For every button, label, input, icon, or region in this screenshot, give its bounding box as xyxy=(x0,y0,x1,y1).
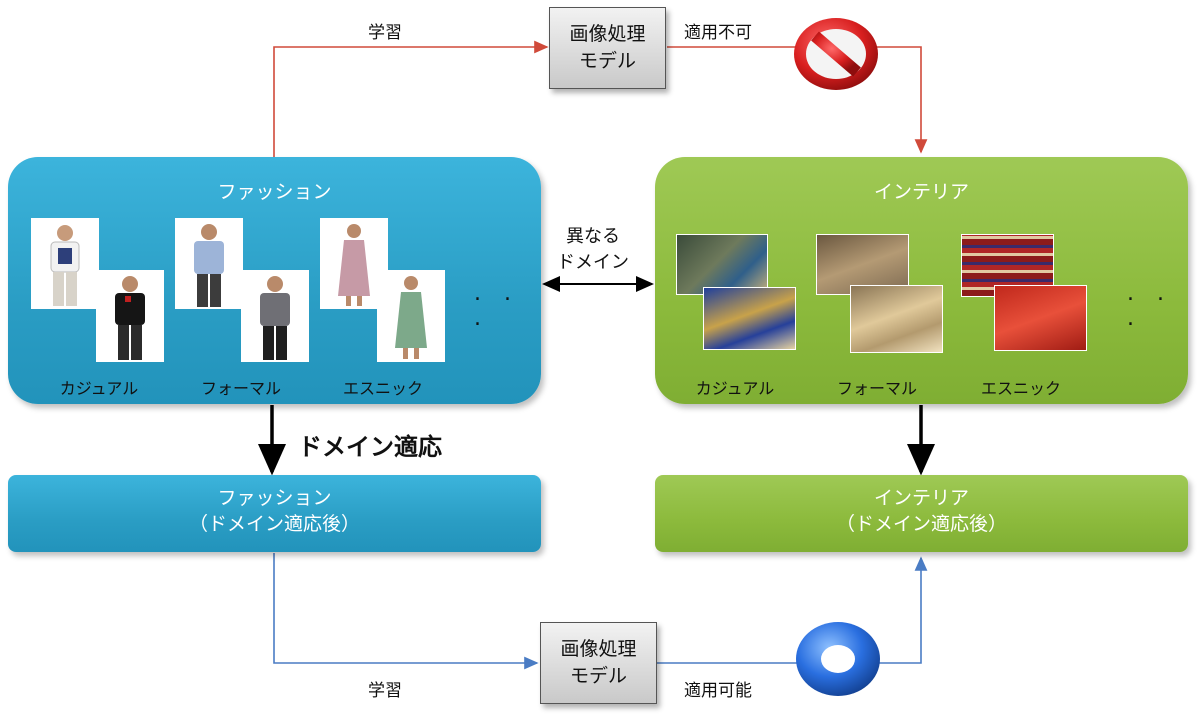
top-learn-arrow xyxy=(273,40,549,157)
fashion-casual-photo-2 xyxy=(96,270,164,362)
not-applicable-label: 適用不可 xyxy=(684,23,752,43)
fashion-ethnic-photo-2 xyxy=(377,270,445,362)
domain-adaptation-label: ドメイン適応 xyxy=(298,433,442,461)
fashion-ellipsis: . . . xyxy=(474,281,519,331)
applicable-label: 適用可能 xyxy=(684,681,752,701)
interior-ellipsis: . . . xyxy=(1127,281,1172,331)
interior-category-casual: カジュアル xyxy=(695,379,775,398)
prohibited-icon xyxy=(794,18,878,90)
fashion-panel: ファッション xyxy=(8,157,541,404)
interior-adapted-bar: インテリア （ドメイン適応後） xyxy=(655,475,1188,552)
top-image-model-box: 画像処理 モデル xyxy=(549,7,666,89)
fashion-adapted-line2: （ドメイン適応後） xyxy=(188,513,360,535)
model-line2: モデル xyxy=(569,665,627,687)
interior-formal-photo-1 xyxy=(816,234,909,295)
fashion-category-casual: カジュアル xyxy=(59,379,139,398)
top-learn-label: 学習 xyxy=(368,23,402,43)
model-line2: モデル xyxy=(578,50,636,72)
model-line1: 画像処理 xyxy=(560,638,637,660)
interior-casual-photo-2 xyxy=(703,287,796,350)
bottom-learn-arrow xyxy=(273,553,539,670)
interior-panel-title: インテリア xyxy=(873,181,969,203)
interior-panel: インテリア . . . カジュアル フォーマル エスニック xyxy=(655,157,1188,404)
interior-formal-photo-2 xyxy=(850,285,943,353)
interior-adapted-line2: （ドメイン適応後） xyxy=(835,513,1007,535)
fashion-casual-photo-1 xyxy=(31,218,99,309)
top-apply-arrow xyxy=(667,46,928,154)
interior-adapted-line1: インテリア xyxy=(873,487,969,509)
fashion-category-formal: フォーマル xyxy=(200,379,281,398)
fashion-formal-photo-2 xyxy=(241,270,309,362)
interior-category-formal: フォーマル xyxy=(836,379,917,398)
interior-casual-photo-1 xyxy=(676,234,768,295)
bottom-image-model-box: 画像処理 モデル xyxy=(540,622,657,704)
interior-category-ethnic: エスニック xyxy=(980,379,1061,398)
different-domain-line1: 異なる xyxy=(566,226,620,247)
bottom-learn-label: 学習 xyxy=(368,681,402,701)
model-line1: 画像処理 xyxy=(569,23,646,45)
fashion-adapted-bar: ファッション （ドメイン適応後） xyxy=(8,475,541,552)
ring-ok-icon xyxy=(796,622,880,696)
fashion-ethnic-photo-1 xyxy=(320,218,388,309)
fashion-adapted-line1: ファッション xyxy=(217,487,332,509)
different-domain-line2: ドメイン xyxy=(557,252,629,273)
interior-ethnic-photo-2 xyxy=(994,285,1087,351)
fashion-category-ethnic: エスニック xyxy=(342,379,423,398)
fashion-panel-title: ファッション xyxy=(217,181,332,203)
fashion-formal-photo-1 xyxy=(175,218,243,309)
bottom-apply-arrow xyxy=(657,556,928,664)
